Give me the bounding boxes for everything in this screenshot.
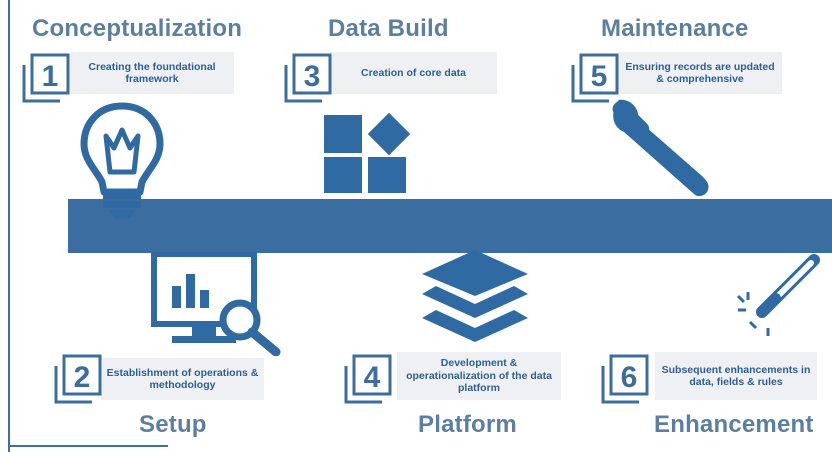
stage-3-description: Creation of core data (330, 52, 497, 94)
stage-3-number: 3 (304, 60, 321, 93)
stage-4-description: Development & operationalization of the … (397, 352, 561, 400)
stage-2-description: Establishment of operations & methodolog… (101, 358, 264, 400)
stage-5-title: Maintenance (601, 15, 749, 42)
lightbulb-icon (76, 100, 168, 222)
stage-5-number-badge: 5 (570, 52, 622, 104)
magic-wand-icon (728, 252, 822, 340)
stage-6-title: Enhancement (654, 411, 814, 438)
stage-2-number-badge: 2 (53, 353, 105, 405)
stage-1-description: Creating the foundational framework (70, 52, 234, 94)
blocks-icon (322, 113, 416, 195)
frame-bottom-border (8, 445, 168, 447)
monitor-magnifier-icon (150, 252, 284, 356)
stage-2-title: Setup (139, 411, 207, 438)
stage-3-title: Data Build (328, 15, 449, 42)
frame-left-border (8, 0, 10, 452)
stage-2-number: 2 (74, 361, 91, 394)
timeline-bar (68, 199, 832, 253)
stage-4-number-badge: 4 (343, 353, 395, 405)
stage-1-number: 1 (42, 60, 59, 93)
stage-1-title: Conceptualization (32, 15, 243, 42)
layers-icon (418, 248, 532, 344)
stage-3-number-badge: 3 (283, 52, 335, 104)
stage-6-number: 6 (621, 361, 638, 394)
stage-1-number-badge: 1 (21, 52, 73, 104)
stage-6-description: Subsequent enhancements in data, fields … (655, 352, 817, 400)
stage-4-title: Platform (418, 411, 517, 438)
stage-5-description: Ensuring records are updated & comprehen… (618, 52, 782, 94)
wrench-screwdriver-icon (598, 90, 728, 208)
stage-5-number: 5 (591, 60, 608, 93)
stage-6-number-badge: 6 (600, 353, 652, 405)
stage-4-number: 4 (364, 361, 381, 394)
